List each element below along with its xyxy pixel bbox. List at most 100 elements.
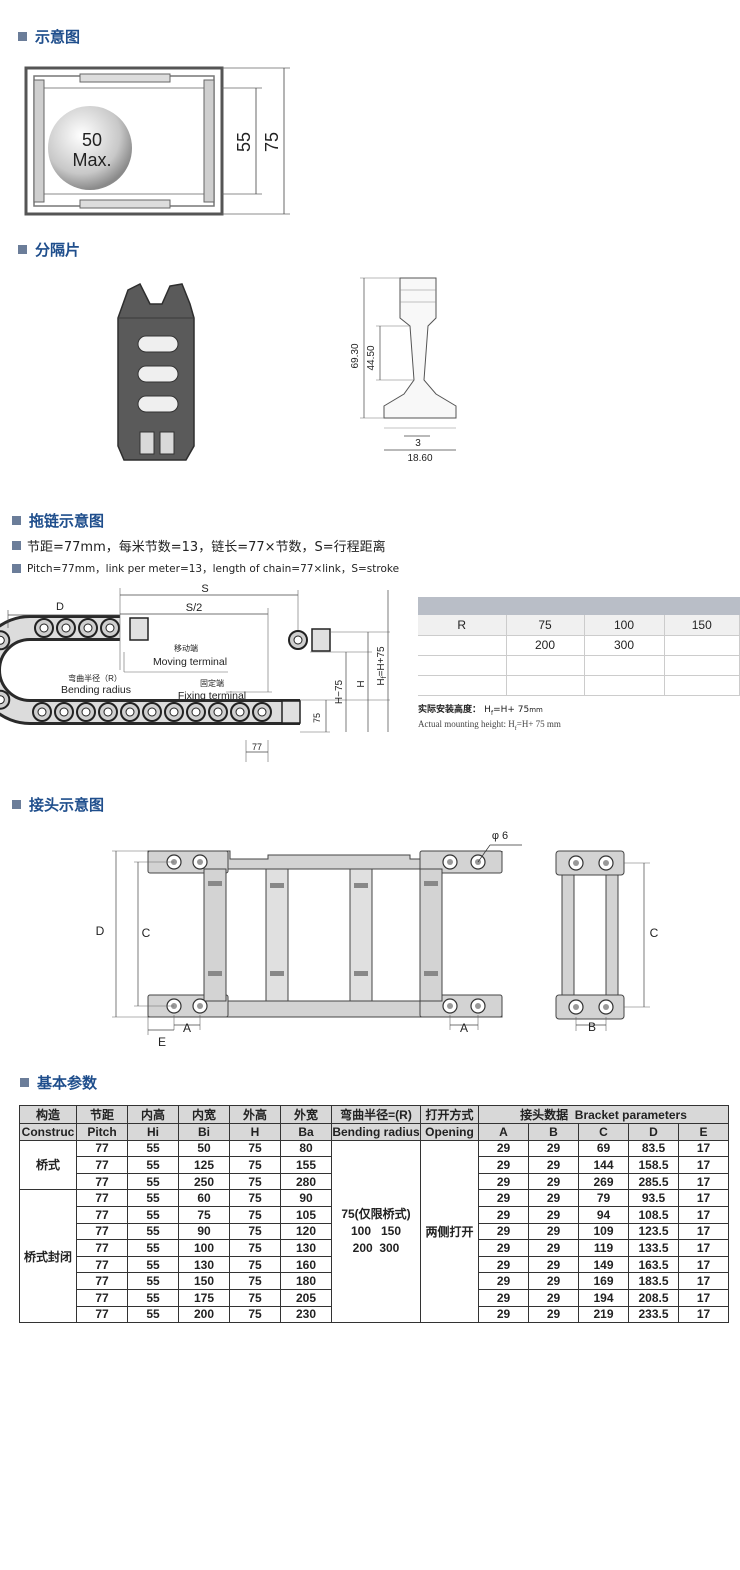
radius-line: 75(仅限桥式) <box>341 1206 411 1221</box>
dim-small-75: 75 <box>312 713 322 723</box>
divider-height-1: 69.30 <box>350 343 361 368</box>
table-cell: 183.5 <box>628 1272 679 1290</box>
table-cell: 109 <box>578 1222 629 1241</box>
chain-link-pin <box>81 707 91 717</box>
chain-link-pin <box>83 623 93 633</box>
table-cell: 77 <box>76 1156 128 1174</box>
table-cell: 155 <box>280 1156 332 1174</box>
table-cell: 50 <box>178 1139 230 1158</box>
radius-cell: 150 <box>664 615 740 636</box>
chain-layout-drawing: D S S/2 移动端 Moving terminal 弯曲半径（R） Bend… <box>0 583 390 762</box>
dim-hf: Hf=H+75 <box>376 646 388 686</box>
section-title-connector: 接头示意图 <box>12 794 104 815</box>
mount-height-cn: 实际安装高度： Hf=H+ 75mm <box>418 705 543 717</box>
table-header-row-2: Construc Pitch Hi Bi H Ba Bending radius… <box>19 1123 729 1141</box>
table-cell: 29 <box>528 1172 579 1191</box>
connector-d-label: D <box>96 924 105 938</box>
table-cell: 93.5 <box>628 1189 679 1207</box>
table-cell: 79 <box>578 1189 629 1207</box>
table-cell: 108.5 <box>628 1205 679 1224</box>
parameters-table: 构造 节距 内高 内宽 外高 外宽 弯曲半径=(R) 打开方式 接头数据 Bra… <box>19 1105 729 1324</box>
table-cell: 17 <box>678 1205 729 1224</box>
table-cell: 17 <box>678 1189 729 1207</box>
chain-description-cn: 节距=77mm，每米节数=13，链长=77×节数，S=行程距离 <box>12 536 386 555</box>
table-cell: 77 <box>76 1239 128 1257</box>
chain-link-pin <box>103 707 113 717</box>
construction-group-cell: 桥式封闭 <box>19 1189 77 1324</box>
chain-link-pin <box>257 707 267 717</box>
chain-link-pin <box>169 707 179 717</box>
moving-terminal-en: Moving terminal <box>153 656 227 668</box>
chain-s2-label: S/2 <box>186 602 203 614</box>
table-cell: 194 <box>578 1288 629 1307</box>
table-cell: 17 <box>678 1156 729 1174</box>
table-cell: 83.5 <box>628 1139 679 1158</box>
table-cell: 29 <box>478 1139 529 1158</box>
table-cell: 55 <box>127 1255 179 1274</box>
table-cell: 17 <box>678 1139 729 1158</box>
table-cell: 55 <box>127 1239 179 1257</box>
table-cell: 17 <box>678 1288 729 1307</box>
table-cell: 75 <box>229 1139 281 1158</box>
radius-cell: 75 <box>506 615 585 636</box>
table-cell: 169 <box>578 1272 629 1290</box>
divider-width-2: 18.60 <box>407 453 432 464</box>
inner-height-label: 55 <box>234 132 254 152</box>
table-cell: 29 <box>528 1255 579 1274</box>
radius-header: R <box>418 615 507 636</box>
bullet-square-icon <box>12 541 21 550</box>
bending-radius-en: Bending radius <box>61 684 131 696</box>
table-cell: 29 <box>478 1189 529 1207</box>
chain-link-pin <box>37 707 47 717</box>
table-cell: 75 <box>229 1255 281 1274</box>
section-title-schematic: 示意图 <box>18 26 80 47</box>
table-cell: 29 <box>478 1272 529 1290</box>
chain-d-label: D <box>56 601 64 613</box>
opening-cell: 两侧打开 <box>420 1139 479 1324</box>
dim-pitch-77: 77 <box>252 742 262 752</box>
table-cell: 75 <box>229 1172 281 1191</box>
table-cell: 105 <box>280 1205 332 1224</box>
table-cell: 17 <box>678 1172 729 1191</box>
table-cell: 175 <box>178 1288 230 1307</box>
table-cell: 29 <box>478 1222 529 1241</box>
table-cell: 17 <box>678 1272 729 1290</box>
divider-height-2: 44.50 <box>366 345 377 370</box>
table-cell: 17 <box>678 1255 729 1274</box>
connector-side-view: C B <box>555 850 659 1034</box>
table-cell: 250 <box>178 1172 230 1191</box>
chain-link-pin <box>59 707 69 717</box>
divider-dimension-drawing: 69.30 44.50 3 18.60 <box>350 277 457 464</box>
table-cell: 75 <box>229 1222 281 1241</box>
connector-c-label: C <box>142 926 151 940</box>
table-cell: 75 <box>229 1305 281 1324</box>
table-cell: 29 <box>528 1189 579 1207</box>
table-cell: 144 <box>578 1156 629 1174</box>
moving-terminal-cn: 移动端 <box>174 643 198 653</box>
table-cell: 77 <box>76 1288 128 1307</box>
table-cell: 205 <box>280 1288 332 1307</box>
section-title-chain: 拖链示意图 <box>12 510 104 531</box>
table-cell: 75 <box>229 1156 281 1174</box>
table-cell: 200 <box>178 1305 230 1324</box>
table-cell: 77 <box>76 1139 128 1158</box>
table-cell: 55 <box>127 1205 179 1224</box>
dim-h: H <box>356 680 367 687</box>
table-cell: 280 <box>280 1172 332 1191</box>
table-cell: 77 <box>76 1272 128 1290</box>
table-cell: 75 <box>229 1239 281 1257</box>
table-cell: 119 <box>578 1239 629 1257</box>
connector-a2-label: A <box>460 1021 468 1035</box>
table-cell: 29 <box>478 1255 529 1274</box>
bullet-square-icon <box>12 516 21 525</box>
table-cell: 180 <box>280 1272 332 1290</box>
table-cell: 17 <box>678 1239 729 1257</box>
table-cell: 75 <box>229 1272 281 1290</box>
radius-line: 200 300 <box>352 1240 400 1255</box>
chain-s-label: S <box>201 583 208 595</box>
bullet-square-icon <box>18 32 27 41</box>
bullet-square-icon <box>20 1078 29 1087</box>
